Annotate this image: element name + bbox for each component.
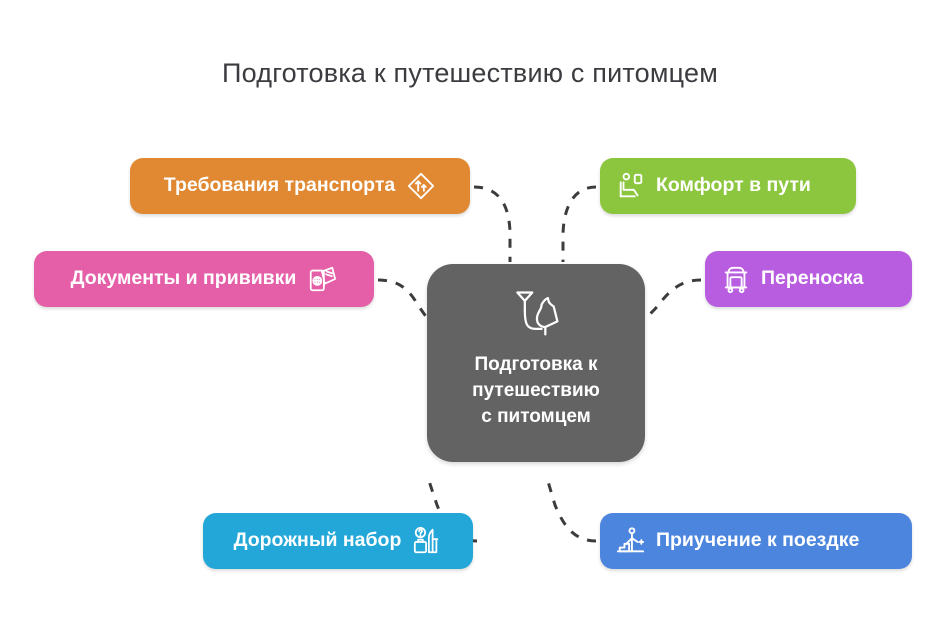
node-transport-label: Требования транспорта	[163, 174, 396, 197]
node-documents-label: Документы и прививки	[70, 267, 297, 290]
passport-tickets-icon	[310, 266, 337, 292]
node-documents[interactable]: Документы и прививки	[34, 251, 374, 307]
travel-kit-bag-icon	[414, 526, 439, 554]
seat-passenger-icon	[619, 172, 643, 198]
page-title: Подготовка к путешествию с питомцем	[222, 58, 718, 88]
leash-dog-icon	[516, 291, 559, 336]
node-carrier-label: Переноска	[761, 267, 864, 290]
connector-documents	[377, 278, 429, 319]
node-kit[interactable]: Дорожный набор	[203, 513, 473, 569]
node-carrier[interactable]: Переноска	[705, 251, 912, 307]
node-transport[interactable]: Требования транспорта	[130, 158, 470, 214]
node-comfort-label: Комфорт в пути	[656, 174, 811, 197]
node-training-label: Приучение к поездке	[656, 529, 860, 552]
connector-training	[545, 477, 597, 543]
connector-carrier	[644, 278, 702, 320]
node-training[interactable]: Приучение к поездке	[600, 513, 912, 569]
connector-transport	[473, 185, 512, 262]
connector-comfort	[561, 185, 597, 262]
road-sign-diamond-icon	[408, 172, 435, 200]
luggage-cart-icon	[724, 266, 748, 294]
center-node-label: Подготовка к путешествию с питомцем	[472, 354, 600, 428]
center-node[interactable]: Подготовка к путешествию с питомцем	[427, 264, 645, 462]
node-comfort[interactable]: Комфорт в пути	[600, 158, 856, 214]
training-steps-icon	[616, 527, 645, 553]
node-kit-label: Дорожный набор	[233, 529, 402, 552]
